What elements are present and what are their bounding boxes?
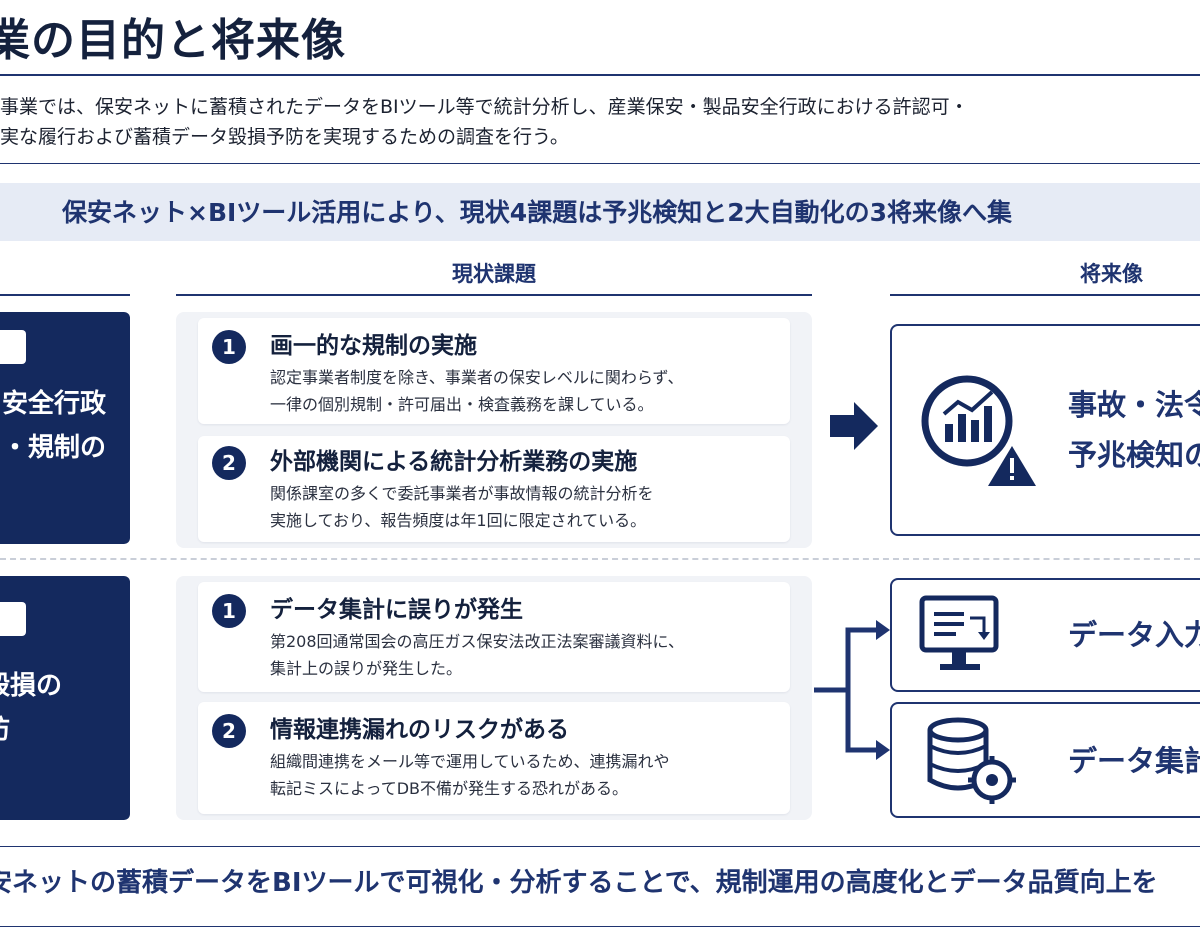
objective-card-1-line-2: ・規制の [2,433,107,463]
future-card-1-line-1: 事故・法令 [1068,388,1200,422]
objective-card-2-line-1: 毀損の [0,671,63,701]
issue-description: 第208回通常国会の高圧ガス保安法改正法案審議資料に、 集計上の誤りが発生した。 [270,628,684,682]
issue-number: 1 [212,594,246,628]
issue-number: 2 [212,714,246,748]
issue-description: 関係課室の多くで委託事業者が事故情報の統計分析を 実施しており、報告頻度は年1回… [270,480,654,534]
future-card-1-text: 事故・法令 予兆検知の [1068,380,1200,480]
future-card-2: データ入力 [890,578,1200,692]
objective-card-2: 毀損の 防 [0,576,130,820]
issue-description-line: 転記ミスによってDB不備が発生する恐れがある。 [270,779,629,798]
analytics-warning-icon [921,375,1036,486]
objective-card-2-text: 毀損の 防 [0,664,62,752]
checkbox-icon [0,330,26,364]
footer-divider-top [0,846,1200,847]
intro-divider [0,163,1200,164]
objective-card-2-line-2: 防 [0,708,62,752]
issue-card: 2 情報連携漏れのリスクがある 組織間連携をメール等で運用しているため、連携漏れ… [198,702,790,814]
issue-description-line: 認定事業者制度を除き、事業者の保安レベルに関わらず、 [270,368,684,387]
issue-number: 2 [212,446,246,480]
summary-banner [0,183,1200,241]
intro-text: 事業では、保安ネットに蓄積されたデータをBIツール等で統計分析し、産業保安・製品… [0,92,969,152]
current-column-rule [176,294,812,296]
banner-text: 保安ネット×BIツール活用により、現状4課題は予兆検知と2大自動化の3将来像へ集 [62,198,1012,227]
arrow-right-icon [830,402,878,450]
issue-card: 1 データ集計に誤りが発生 第208回通常国会の高圧ガス保安法改正法案審議資料に… [198,582,790,692]
page-title: 業の目的と将来像 [0,15,346,66]
title-divider [0,74,1200,76]
future-card-3: データ集計 [890,702,1200,818]
issue-card: 2 外部機関による統計分析業務の実施 関係課室の多くで委託事業者が事故情報の統計… [198,436,790,542]
column-header-current: 現状課題 [452,262,536,286]
future-card-1-line-2: 予兆検知の [1068,438,1200,472]
issue-title: 情報連携漏れのリスクがある [270,717,569,743]
issue-card: 1 画一的な規制の実施 認定事業者制度を除き、事業者の保安レベルに関わらず、 一… [198,318,790,424]
footer-divider-bottom [0,926,1200,927]
future-card-2-text: データ入力 [1068,618,1200,652]
issue-description-line: 第208回通常国会の高圧ガス保安法改正法案審議資料に、 [270,632,685,651]
issue-description-line: 組織間連携をメール等で運用しているため、連携漏れや [270,752,670,771]
objective-card-1-text: 安全行政 ・規制の [2,382,106,470]
conclusion-text: 安ネットの蓄積データをBIツールで可視化・分析することで、規制運用の高度化とデー… [0,868,1158,898]
intro-line-1: 事業では、保安ネットに蓄積されたデータをBIツール等で統計分析し、産業保安・製品… [0,96,969,118]
issue-number: 1 [212,330,246,364]
issue-description-line: 一律の個別規制・許可届出・検査義務を課している。 [270,395,654,414]
objective-card-1: 安全行政 ・規制の [0,312,130,544]
issue-description-line: 実施しており、報告頻度は年1回に限定されている。 [270,511,647,530]
issue-title: 外部機関による統計分析業務の実施 [270,449,638,475]
section-separator [0,558,1200,560]
branch-arrow-icon [814,620,890,760]
issue-description-line: 集計上の誤りが発生した。 [270,659,463,678]
left-column-rule [0,294,130,296]
future-column-rule [890,294,1200,296]
issue-description: 組織間連携をメール等で運用しているため、連携漏れや 転記ミスによってDB不備が発… [270,748,670,802]
objective-card-1-line-1: 安全行政 [2,389,107,419]
column-header-future: 将来像 [1080,262,1143,286]
database-gear-icon [927,717,1016,804]
future-card-3-text: データ集計 [1068,744,1200,778]
issue-description: 認定事業者制度を除き、事業者の保安レベルに関わらず、 一律の個別規制・許可届出・… [270,364,683,418]
intro-line-2: 実な履行および蓄積データ毀損予防を実現するための調査を行う。 [0,126,569,148]
monitor-data-entry-icon [919,595,999,670]
issue-title: データ集計に誤りが発生 [270,597,523,623]
issue-title: 画一的な規制の実施 [270,333,477,359]
future-card-1: 事故・法令 予兆検知の [890,324,1200,536]
issue-description-line: 関係課室の多くで委託事業者が事故情報の統計分析を [270,484,654,503]
checkbox-icon [0,602,26,636]
